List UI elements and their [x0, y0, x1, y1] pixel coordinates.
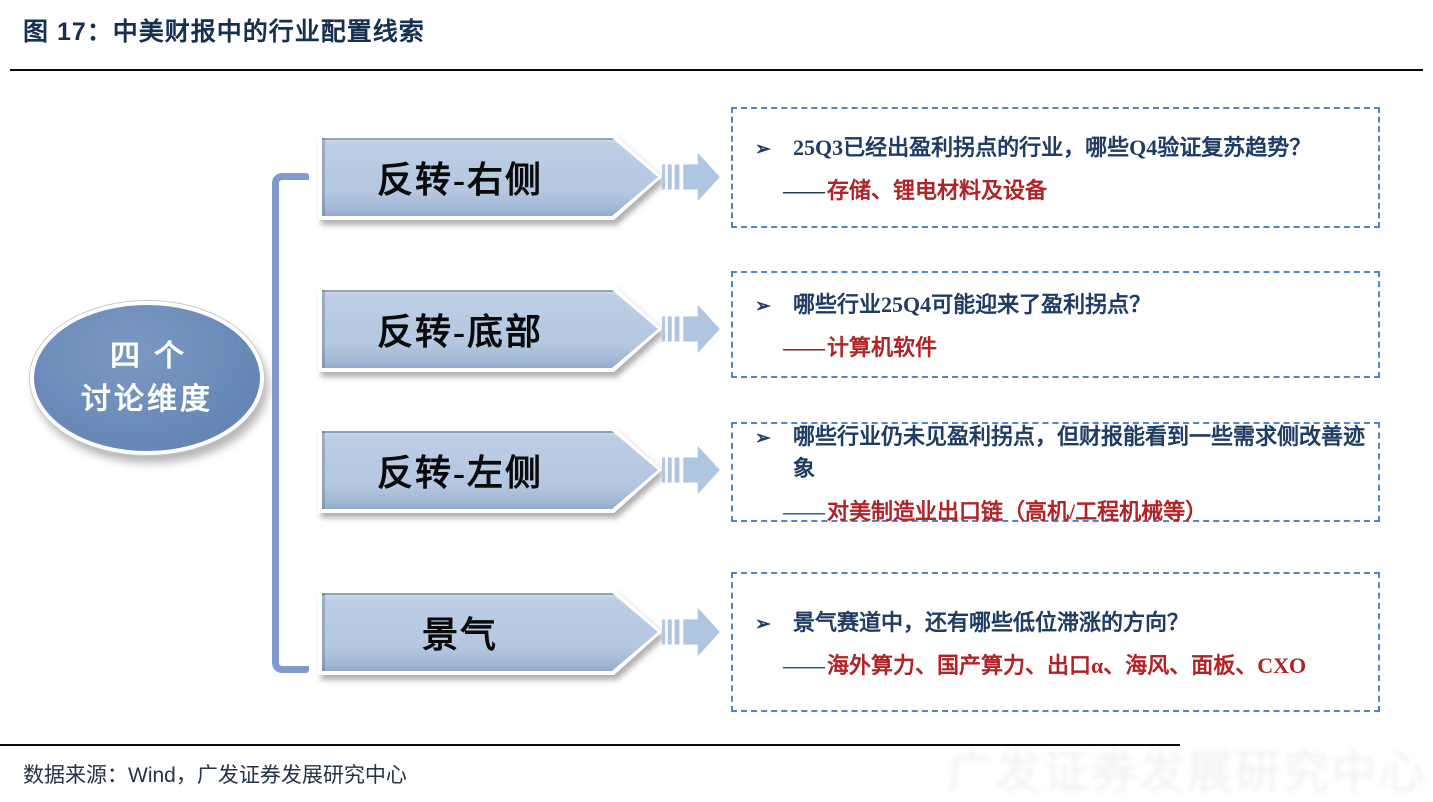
answer-dash: ——: [783, 178, 825, 203]
title-divider: [10, 69, 1423, 71]
arrow-bullet-icon: ➢: [755, 613, 771, 635]
pentagon-fill: [322, 290, 658, 368]
dimension-box-label: 反转-右侧: [377, 160, 543, 200]
answer-dash: ——: [783, 652, 825, 678]
answer-text: 存储、锂电材料及设备: [827, 178, 1048, 203]
dimension-box-reversal-left: 反转-左侧: [318, 427, 662, 513]
striped-right-arrow-icon: [662, 607, 720, 657]
dimension-box-reversal-bottom: 反转-底部: [318, 286, 662, 372]
striped-right-arrow-icon: [662, 304, 720, 354]
answer-text: 计算机软件: [827, 335, 938, 360]
ellipse-label-line1: 四个: [110, 339, 198, 373]
question-text: 哪些行业仍未见盈利拐点，但财报能看到一些需求侧改善迹象: [793, 423, 1366, 481]
figure-title: 图 17：中美财报中的行业配置线索: [23, 18, 425, 46]
arrow-bullet-icon: ➢: [755, 139, 771, 160]
pentagon-fill: [322, 138, 658, 216]
question-panel-4: ➢ 景气赛道中，还有哪些低位滞涨的方向？ —— 海外算力、国产算力、出口α、海风…: [731, 572, 1380, 712]
pentagon-fill: [322, 431, 658, 509]
dimension-box-reversal-right: 反转-右侧: [318, 134, 662, 220]
question-text: 哪些行业25Q4可能迎来了盈利拐点？: [793, 292, 1152, 317]
pentagon-fill: [322, 593, 658, 671]
source-text: 数据来源：Wind，广发证券发展研究中心: [23, 764, 407, 787]
answer-text: 海外算力、国产算力、出口α、海风、面板、CXO: [827, 652, 1307, 678]
question-panel-2: ➢ 哪些行业25Q4可能迎来了盈利拐点？ —— 计算机软件: [731, 271, 1380, 378]
question-text: 景气赛道中，还有哪些低位滞涨的方向？: [793, 609, 1190, 635]
question-text: 25Q3已经出盈利拐点的行业，哪些Q4验证复苏趋势？: [793, 135, 1312, 160]
question-panel-3: ➢ 哪些行业仍未见盈利拐点，但财报能看到一些需求侧改善迹象 —— 对美制造业出口…: [731, 422, 1380, 524]
arrow-bullet-icon: ➢: [755, 296, 771, 317]
watermark: 广发证券发展研究中心: [947, 746, 1427, 798]
dimension-box-label: 景气: [421, 615, 498, 655]
dimension-box-prosperity: 景气: [318, 589, 662, 675]
arrow-bullet-icon: ➢: [755, 427, 771, 449]
bracket-connector: [272, 173, 309, 673]
dimensions-ellipse: 四个 讨论维度: [30, 301, 264, 455]
answer-dash: ——: [783, 498, 825, 524]
answer-dash: ——: [783, 335, 825, 360]
source-divider: [0, 744, 1180, 746]
ellipse-label-line2: 讨论维度: [81, 383, 213, 416]
striped-right-arrow-icon: [662, 445, 720, 495]
striped-right-arrow-icon: [662, 152, 720, 202]
question-panel-1: ➢ 25Q3已经出盈利拐点的行业，哪些Q4验证复苏趋势？ —— 存储、锂电材料及…: [731, 107, 1380, 228]
answer-text: 对美制造业出口链（高机/工程机械等）: [827, 498, 1208, 524]
dimension-box-label: 反转-左侧: [377, 453, 543, 493]
dimension-box-label: 反转-底部: [377, 312, 543, 352]
